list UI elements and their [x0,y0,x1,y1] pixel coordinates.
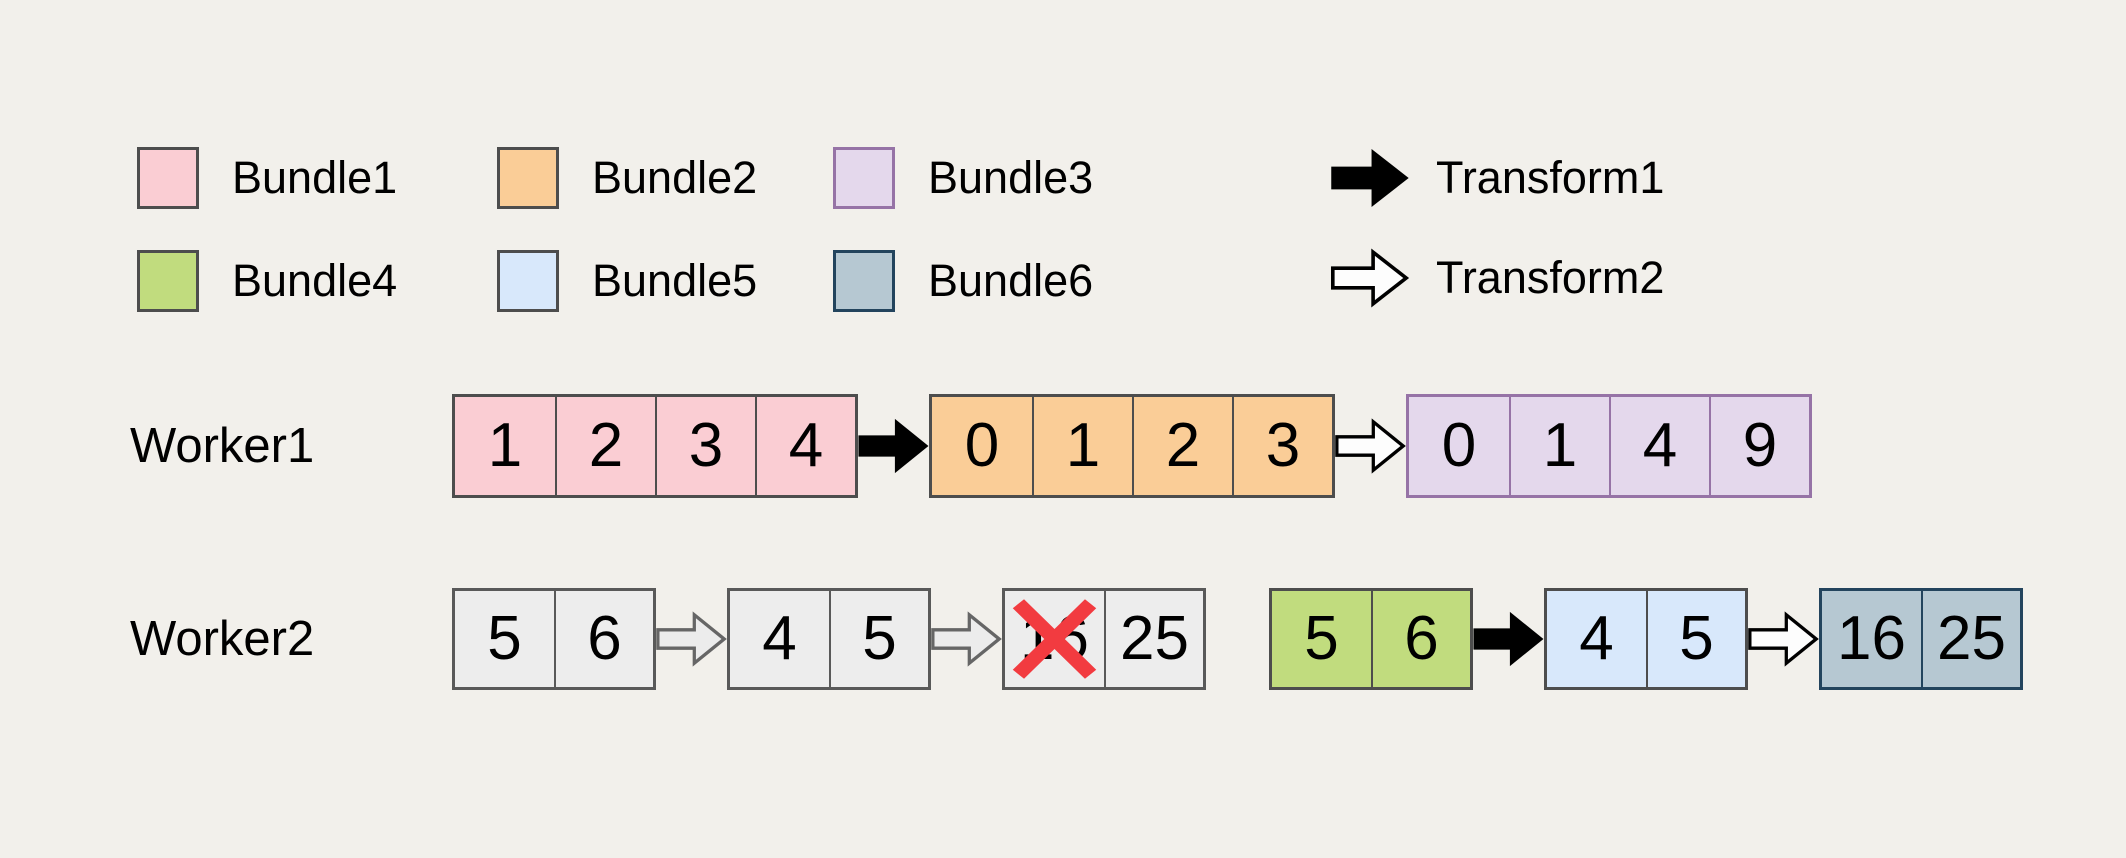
legend-label-transform2: Transform2 [1436,252,1665,303]
cell: 5 [1272,591,1371,687]
worker1-label: Worker1 [130,418,315,473]
transform1-solid-arrow-icon [858,418,929,474]
worker2-bundle4-box: 5 6 [1269,588,1473,690]
transform1-solid-arrow-icon [1473,611,1544,667]
worker2-label: Worker2 [130,611,315,666]
bundle4-swatch [137,249,199,312]
cell: 4 [755,397,855,495]
cell-value: 5 [487,604,522,673]
bundle6-swatch [833,249,895,312]
transform2-outline-arrow-icon [1330,247,1410,308]
bundle1-swatch [137,146,199,209]
worker1-bundle1-box: 1 2 3 4 [452,394,858,498]
cell: 25 [1104,591,1203,687]
cell: 0 [1409,397,1509,495]
legend-label-bundle2: Bundle2 [592,152,758,203]
cell: 25 [1921,591,2020,687]
worker2-gray-bundle-b: 4 5 [727,588,931,690]
cell: 4 [1547,591,1646,687]
legend-label-bundle5: Bundle5 [592,255,758,306]
cell-value: 0 [1441,411,1477,480]
cell: 5 [829,591,928,687]
transform2-outline-arrow-icon [1748,611,1819,667]
legend-label-bundle1: Bundle1 [232,152,398,203]
cell-value: 9 [1742,411,1778,480]
legend-label-bundle4: Bundle4 [232,255,398,306]
cell: 0 [932,397,1032,495]
worker2-bundle5-box: 4 5 [1544,588,1748,690]
cell: 3 [655,397,755,495]
cell: 5 [455,591,554,687]
cell-value: 25 [1120,604,1189,673]
cell-value: 5 [862,604,897,673]
cell-value: 4 [762,604,797,673]
cell: 5 [1646,591,1745,687]
legend-item-bundle5: Bundle5 [497,249,757,312]
legend-item-bundle4: Bundle4 [137,249,397,312]
cell: 1 [455,397,555,495]
cell-value: 4 [1579,604,1614,673]
cell: 6 [554,591,653,687]
cell-value: 3 [1265,411,1301,480]
transform2-outline-arrow-icon [931,611,1002,667]
transform2-outline-arrow-icon [1335,418,1406,474]
cell-value: 16 [1020,604,1089,673]
legend-item-transform1: Transform1 [1330,146,1664,209]
transform1-solid-arrow-icon [1331,148,1409,207]
cell: 3 [1232,397,1332,495]
cell-value: 6 [1404,604,1439,673]
cell: 4 [730,591,829,687]
legend-item-bundle1: Bundle1 [137,146,397,209]
cell-value: 4 [1642,411,1678,480]
worker2-gray-bundle-c: 16 25 [1002,588,1206,690]
cell-value: 2 [588,411,624,480]
cell-value: 16 [1837,604,1906,673]
cell: 2 [555,397,655,495]
cell-value: 5 [1304,604,1339,673]
cell-value: 1 [1542,411,1578,480]
cell: 9 [1709,397,1809,495]
legend-item-bundle3: Bundle3 [833,146,1093,209]
cell-crossed-out: 16 [1005,591,1104,687]
bundle3-swatch [833,146,895,209]
worker1-bundle3-box: 0 1 4 9 [1406,394,1812,498]
legend-item-bundle6: Bundle6 [833,249,1093,312]
cell-value: 1 [1065,411,1101,480]
cell-value: 4 [788,411,824,480]
cell: 1 [1509,397,1609,495]
worker1-row: Worker1 1 2 3 4 0 1 2 3 0 1 4 9 [130,394,1812,498]
worker1-bundle2-box: 0 1 2 3 [929,394,1335,498]
legend-label-transform1: Transform1 [1436,152,1665,203]
cell-value: 25 [1937,604,2006,673]
bundle5-swatch [497,249,559,312]
cell: 16 [1822,591,1921,687]
worker2-row: Worker2 5 6 4 5 16 25 5 6 [130,588,2023,690]
cell: 2 [1132,397,1232,495]
cell: 4 [1609,397,1709,495]
cell-value: 6 [587,604,622,673]
legend-item-bundle2: Bundle2 [497,146,757,209]
cell-value: 5 [1679,604,1714,673]
worker2-bundle6-box: 16 25 [1819,588,2023,690]
legend-label-bundle3: Bundle3 [928,152,1094,203]
cell: 6 [1371,591,1470,687]
cell-value: 2 [1165,411,1201,480]
legend-item-transform2: Transform2 [1330,246,1664,309]
bundle2-swatch [497,146,559,209]
cell-value: 1 [487,411,523,480]
cell-value: 0 [964,411,1000,480]
transform2-outline-arrow-icon [656,611,727,667]
cell-value: 3 [688,411,724,480]
cell: 1 [1032,397,1132,495]
worker2-gray-bundle-a: 5 6 [452,588,656,690]
legend-label-bundle6: Bundle6 [928,255,1094,306]
